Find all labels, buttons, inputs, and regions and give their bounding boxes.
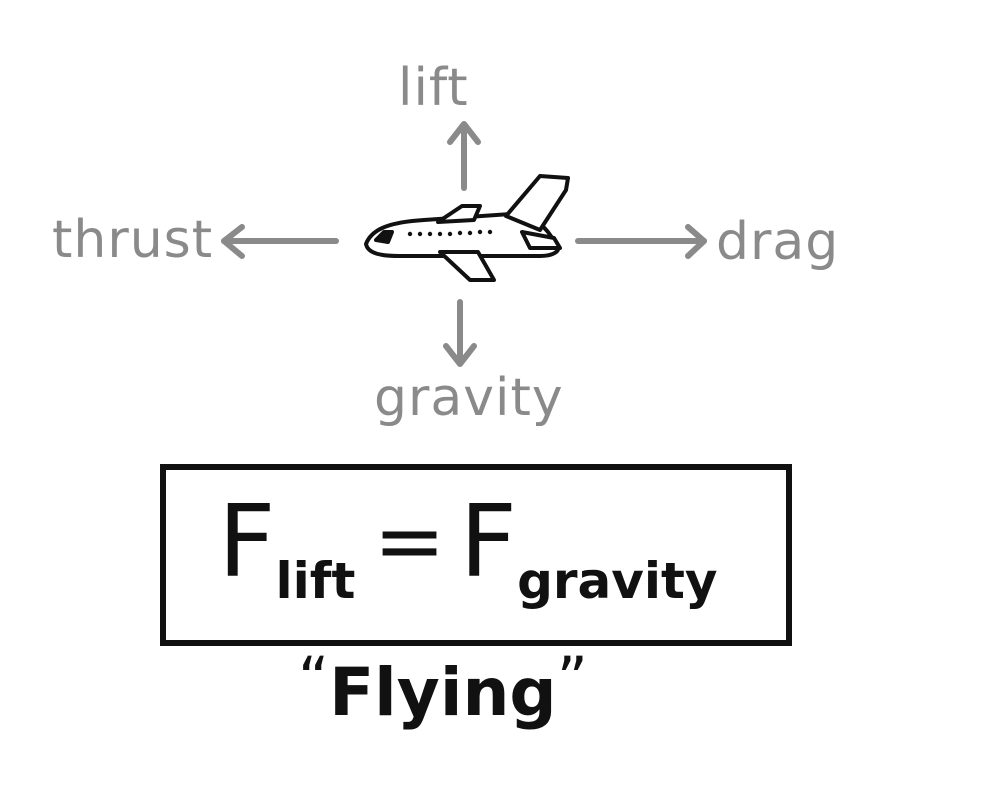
formula-box: Flift=Fgravity <box>160 464 792 646</box>
lift-equals-gravity-formula: Flift=Fgravity <box>218 491 717 610</box>
caption-open-quote: “ <box>298 644 330 714</box>
formula-right-symbol: F <box>459 483 518 600</box>
arrow-left-icon <box>221 224 339 259</box>
formula-left-subscript: lift <box>275 552 356 610</box>
lift-label: lift <box>398 58 469 118</box>
airplane-icon <box>364 174 570 282</box>
arrow-up-icon <box>447 121 481 191</box>
arrow-down-icon <box>443 299 477 367</box>
caption-close-quote: ” <box>556 644 588 714</box>
thrust-label: thrust <box>52 210 214 270</box>
arrow-right-icon <box>575 224 707 259</box>
formula-right-subscript: gravity <box>517 552 718 610</box>
drag-label: drag <box>716 212 840 272</box>
caption-text: Flying <box>329 654 557 731</box>
formula-equals-sign: = <box>373 491 446 591</box>
gravity-label: gravity <box>374 368 564 428</box>
formula-left-symbol: F <box>218 483 276 600</box>
caption: “Flying” <box>298 649 588 726</box>
